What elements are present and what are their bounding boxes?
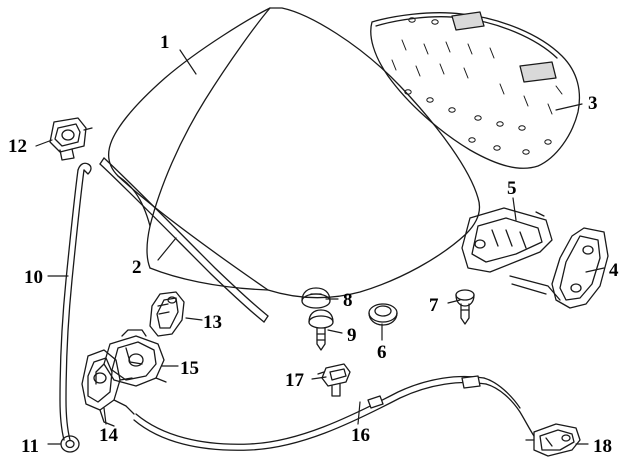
leader-17 (311, 376, 327, 380)
callout-label-5: 5 (507, 178, 517, 199)
hood-hinge-right-shape (509, 227, 609, 309)
hood-insulator-shape (370, 11, 581, 169)
leader-12 (35, 139, 53, 147)
callout-label-18: 18 (593, 436, 612, 457)
hood-release-cable-shape (133, 375, 535, 451)
callout-label-17: 17 (285, 370, 304, 391)
hood-latch-lower-shape (81, 349, 135, 427)
bumper-stopper-shape (301, 287, 331, 309)
callout-label-7: 7 (429, 295, 439, 316)
callout-label-6: 6 (377, 342, 387, 363)
callout-label-13: 13 (203, 312, 222, 333)
cable-clip-shape (317, 363, 351, 397)
rod-holder-clip-shape (49, 117, 93, 161)
callout-label-3: 3 (588, 93, 598, 114)
leader-lines (35, 49, 605, 445)
rod-grommet-shape (60, 435, 80, 453)
leader-13 (185, 317, 203, 321)
hood-release-handle-shape (525, 423, 581, 457)
hood-latch-assembly-shape (95, 329, 167, 387)
leader-2 (157, 237, 177, 261)
hood-support-rod-shape (59, 162, 92, 441)
hood-panel-shape (107, 7, 481, 299)
hood-front-seal-shape (99, 157, 269, 323)
callout-label-9: 9 (347, 325, 357, 346)
latch-striker-bracket-shape (149, 291, 185, 337)
callout-label-2: 2 (132, 257, 142, 278)
callout-label-4: 4 (609, 260, 619, 281)
clip-push-pin-shape (455, 289, 475, 325)
callout-label-16: 16 (351, 425, 370, 446)
callout-label-15: 15 (180, 358, 199, 379)
leader-4 (585, 267, 605, 273)
callout-label-14: 14 (99, 425, 118, 446)
leader-1 (179, 49, 197, 75)
callout-label-1: 1 (160, 32, 170, 53)
callout-label-12: 12 (8, 136, 27, 157)
leader-16 (357, 401, 361, 425)
callout-label-10: 10 (24, 267, 43, 288)
leader-3 (555, 103, 583, 111)
leader-9 (327, 329, 343, 334)
grommet-large-shape (368, 303, 398, 326)
retainer-clip-shape (308, 309, 334, 351)
leader-14 (103, 407, 107, 425)
leader-5 (512, 197, 517, 221)
callout-label-11: 11 (21, 436, 39, 457)
leader-7 (447, 299, 461, 304)
hood-hinge-left-shape (461, 207, 553, 273)
callout-label-8: 8 (343, 290, 353, 311)
